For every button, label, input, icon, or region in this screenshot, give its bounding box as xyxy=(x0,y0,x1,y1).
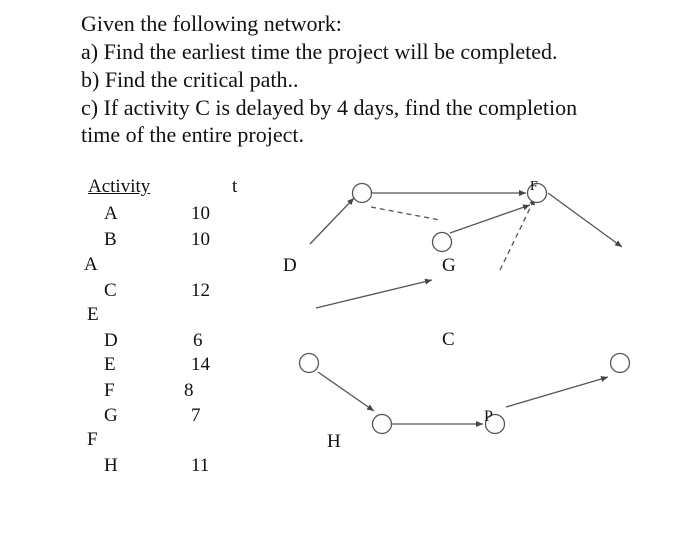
arrow-f-out xyxy=(547,192,623,248)
node-top-left xyxy=(351,182,373,204)
node-p xyxy=(484,413,506,435)
network-label-c: C xyxy=(442,329,455,350)
network-label-p: P xyxy=(484,408,493,425)
question-part-c-line2: time of the entire project. xyxy=(81,122,304,147)
node-bottom-left xyxy=(298,352,320,374)
stray-label-e: E xyxy=(87,304,99,325)
network-label-h: H xyxy=(327,431,341,452)
table-time-c: 12 xyxy=(191,280,210,301)
question-part-a: a) Find the earliest time the project wi… xyxy=(81,39,558,64)
node-end xyxy=(609,352,631,374)
table-activity-b: B xyxy=(104,229,117,250)
dashed-line-top xyxy=(370,206,441,221)
arrow-d xyxy=(309,197,355,245)
network-label-g: G xyxy=(442,255,456,276)
table-time-e: 14 xyxy=(191,354,210,375)
question-part-c-line1: c) If activity C is delayed by 4 days, f… xyxy=(81,95,578,120)
table-time-a: 10 xyxy=(191,203,210,224)
node-h xyxy=(371,413,393,435)
table-time-b: 10 xyxy=(191,229,210,250)
stray-label-a: A xyxy=(84,254,98,275)
dashed-arrow-g xyxy=(499,197,536,271)
arrow-middle xyxy=(315,278,433,309)
table-time-f: 8 xyxy=(184,380,194,401)
table-time-h: 11 xyxy=(191,455,210,476)
stray-label-f: F xyxy=(87,429,98,450)
network-label-d: D xyxy=(283,255,297,276)
table-activity-c: C xyxy=(104,280,117,301)
table-header-t: t xyxy=(232,176,238,197)
table-activity-d: D xyxy=(104,330,118,351)
table-activity-a: A xyxy=(104,203,118,224)
table-activity-h: H xyxy=(104,455,118,476)
table-activity-f: F xyxy=(104,380,115,401)
arrow-g-up xyxy=(449,204,531,234)
arrow-bottom-right xyxy=(505,376,609,408)
node-g xyxy=(431,231,453,253)
table-time-d: 6 xyxy=(193,330,203,351)
network-label-f: F xyxy=(530,179,538,194)
question-intro: Given the following network: xyxy=(81,11,342,36)
table-activity-e: E xyxy=(104,354,116,375)
table-activity-g: G xyxy=(104,405,118,426)
question-part-b: b) Find the critical path.. xyxy=(81,67,299,92)
table-time-g: 7 xyxy=(191,405,201,426)
node-top-right xyxy=(526,182,548,204)
table-header-activity: Activity xyxy=(88,176,151,197)
arrow-to-h-node xyxy=(317,371,375,412)
